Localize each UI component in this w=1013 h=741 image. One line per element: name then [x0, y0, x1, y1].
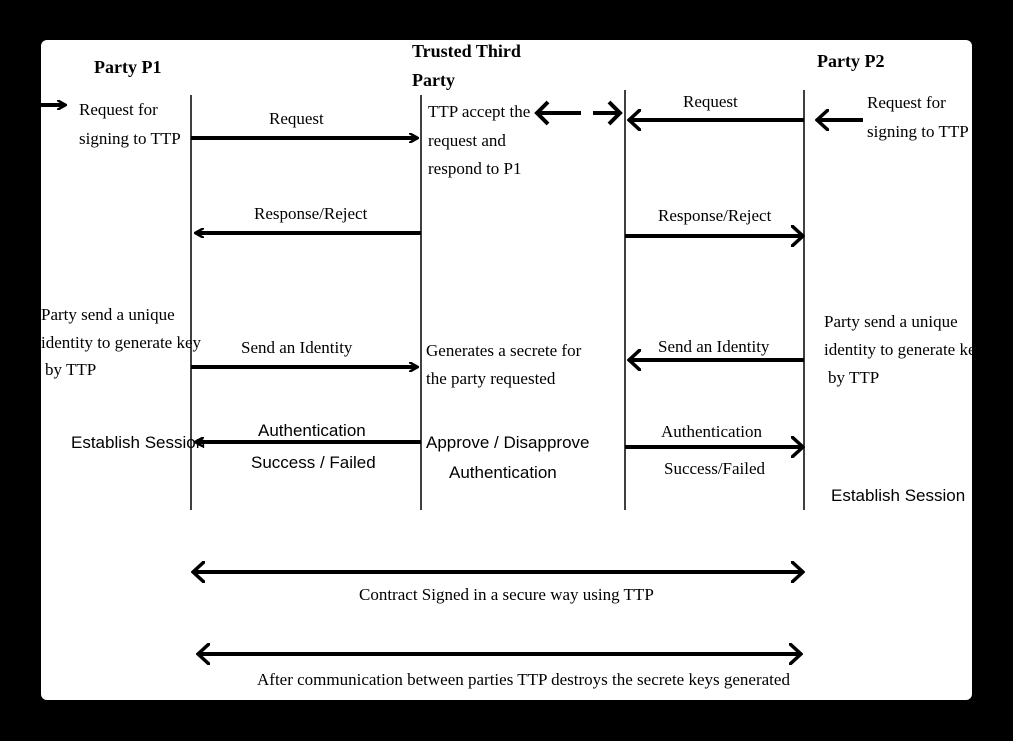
- ttp-secret-note-line2: the party requested: [426, 369, 556, 388]
- ttp-approve-note-line1: Approve / Disapprove: [426, 433, 589, 452]
- ttp-approve-note-line2: Authentication: [449, 463, 557, 482]
- msg-right-response-label: Response/Reject: [658, 206, 772, 225]
- p2-request-note-line2: signing to TTP: [867, 122, 969, 141]
- p1-request-note-line2: signing to TTP: [79, 129, 181, 148]
- ttp-link-arrow-right: [607, 100, 623, 126]
- msg-left-auth-label-line1: Authentication: [258, 421, 366, 440]
- p1-session-note: Establish Session: [71, 433, 205, 452]
- p2-session-note: Establish Session: [831, 486, 965, 505]
- ttp-secret-note-line1: Generates a secrete for: [426, 341, 582, 360]
- destroy-keys-label: After communication between parties TTP …: [257, 670, 790, 689]
- p1-identity-note-line2: identity to generate key: [41, 333, 202, 352]
- msg-left-identity-label: Send an Identity: [241, 338, 353, 357]
- p2-identity-note-line1: Party send a unique: [824, 312, 958, 331]
- msg-right-identity-label: Send an Identity: [658, 337, 770, 356]
- contract-label: Contract Signed in a secure way using TT…: [359, 585, 654, 604]
- msg-left-auth-label-line2: Success / Failed: [251, 453, 376, 472]
- ttp-label-line2: Party: [412, 70, 455, 90]
- ttp-accept-note-line3: respond to P1: [428, 159, 522, 178]
- ttp-accept-note-line1: TTP accept the: [428, 102, 530, 121]
- p2-request-note-line1: Request for: [867, 93, 946, 112]
- msg-right-auth-label-line1: Authentication: [661, 422, 763, 441]
- ttp-accept-note-line2: request and: [428, 131, 506, 150]
- sequence-diagram: Party P1 Trusted Third Party Party P2 Re…: [41, 41, 972, 689]
- msg-left-response-label: Response/Reject: [254, 204, 368, 223]
- p1-identity-note-line1: Party send a unique: [41, 305, 175, 324]
- ttp-link-arrow-left: [534, 100, 550, 126]
- p1-request-note-line1: Request for: [79, 100, 158, 119]
- party-p1-label: Party P1: [94, 57, 161, 77]
- p2-identity-note-line3: by TTP: [828, 368, 879, 387]
- ttp-label-line1: Trusted Third: [412, 41, 521, 61]
- party-p2-label: Party P2: [817, 51, 884, 71]
- msg-right-request-label: Request: [683, 92, 738, 111]
- msg-left-request-label: Request: [269, 109, 324, 128]
- msg-right-auth-label-line2: Success/Failed: [664, 459, 766, 478]
- p1-identity-note-line3: by TTP: [45, 360, 96, 379]
- diagram-panel: Party P1 Trusted Third Party Party P2 Re…: [41, 40, 972, 700]
- p2-identity-note-line2: identity to generate key: [824, 340, 972, 359]
